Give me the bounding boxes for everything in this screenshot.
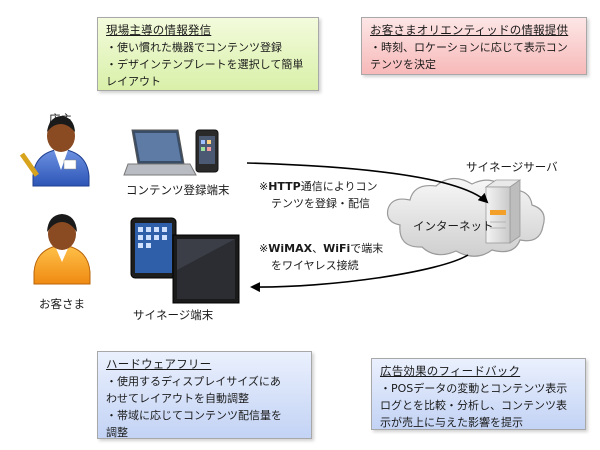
- store-owner-icon: [19, 116, 90, 187]
- store-owner-label: 店主: [49, 112, 72, 126]
- owner-info-line: レイアウト: [106, 75, 161, 88]
- owner-info-line: ・デザインテンプレートを選択して簡単: [106, 58, 304, 71]
- ad-feedback-title: 広告効果のフィードバック: [380, 364, 521, 378]
- wireless-note-line1: ※WiMAX、WiFiで端末: [259, 240, 383, 257]
- signage-terminal-label: サイネージ端末: [133, 308, 214, 322]
- ad-feedback-line: ログとを比較・分析し、コンテンツ表: [380, 399, 567, 412]
- note-prefix: ※: [259, 180, 269, 193]
- customer-info-box: お客さまオリエンティッドの情報提供 ・時刻、ロケーションに応じて表示コン テンツ…: [361, 17, 587, 75]
- wifi-keyword: WiFi: [323, 242, 351, 255]
- http-note-text: 通信によりコン: [300, 180, 378, 193]
- http-keyword: HTTP: [268, 180, 301, 193]
- upload-arrow: [246, 162, 489, 204]
- customer-label: お客さま: [39, 297, 85, 311]
- hardware-free-line: 調整: [106, 426, 128, 439]
- laptop-icon: [123, 129, 197, 176]
- wireless-note: ※WiMAX、WiFiで端末 をワイヤレス接続: [259, 240, 383, 274]
- hardware-free-line: ・帯域に応じてコンテンツ配信量を: [106, 409, 282, 422]
- ad-feedback-line: ・POSデータの変動とコンテンツ表示: [380, 382, 568, 395]
- delivery-arrow: [250, 254, 469, 293]
- http-note-line2: テンツを登録・配信: [271, 197, 370, 210]
- customer-info-line: テンツを決定: [370, 58, 436, 71]
- wireless-note-text: で端末: [350, 242, 384, 255]
- customer-info-line: ・時刻、ロケーションに応じて表示コン: [370, 41, 568, 54]
- registration-terminal-label: コンテンツ登録端末: [126, 183, 230, 197]
- hardware-free-line: ・使用するディスプレイサイズにあ: [106, 375, 281, 388]
- hardware-free-box: ハードウェアフリー ・使用するディスプレイサイズにあ わせてレイアウトを自動調整…: [97, 351, 312, 439]
- wimax-keyword: WiMAX: [268, 242, 313, 255]
- customer-info-title: お客さまオリエンティッドの情報提供: [370, 23, 569, 37]
- internet-label: インターネット: [413, 219, 494, 233]
- customer-icon: [33, 214, 91, 285]
- signage-server-label: サイネージサーバ: [466, 160, 558, 174]
- http-note-line1: ※HTTP通信によりコン: [259, 178, 378, 195]
- hardware-free-line: わせてレイアウトを自動調整: [106, 392, 249, 405]
- note-prefix: ※: [259, 242, 269, 255]
- tablet-icon: [130, 217, 177, 279]
- http-note: ※HTTP通信によりコン テンツを登録・配信: [259, 178, 378, 212]
- owner-info-box: 現場主導の情報発信 ・使い慣れた機器でコンテンツ登録 ・デザインテンプレートを選…: [97, 17, 319, 91]
- signage-display-icon: [172, 234, 240, 304]
- smartphone-icon: [195, 129, 219, 173]
- server-icon: [484, 179, 522, 244]
- owner-info-line: ・使い慣れた機器でコンテンツ登録: [106, 41, 282, 54]
- ad-feedback-box: 広告効果のフィードバック ・POSデータの変動とコンテンツ表示 ログとを比較・分…: [371, 358, 586, 430]
- hardware-free-title: ハードウェアフリー: [106, 357, 212, 371]
- ad-feedback-line: 示が売上に与えた影響を提示: [380, 416, 523, 429]
- note-separator: 、: [312, 242, 324, 255]
- wireless-note-line2: をワイヤレス接続: [271, 259, 359, 272]
- owner-info-title: 現場主導の情報発信: [106, 23, 212, 37]
